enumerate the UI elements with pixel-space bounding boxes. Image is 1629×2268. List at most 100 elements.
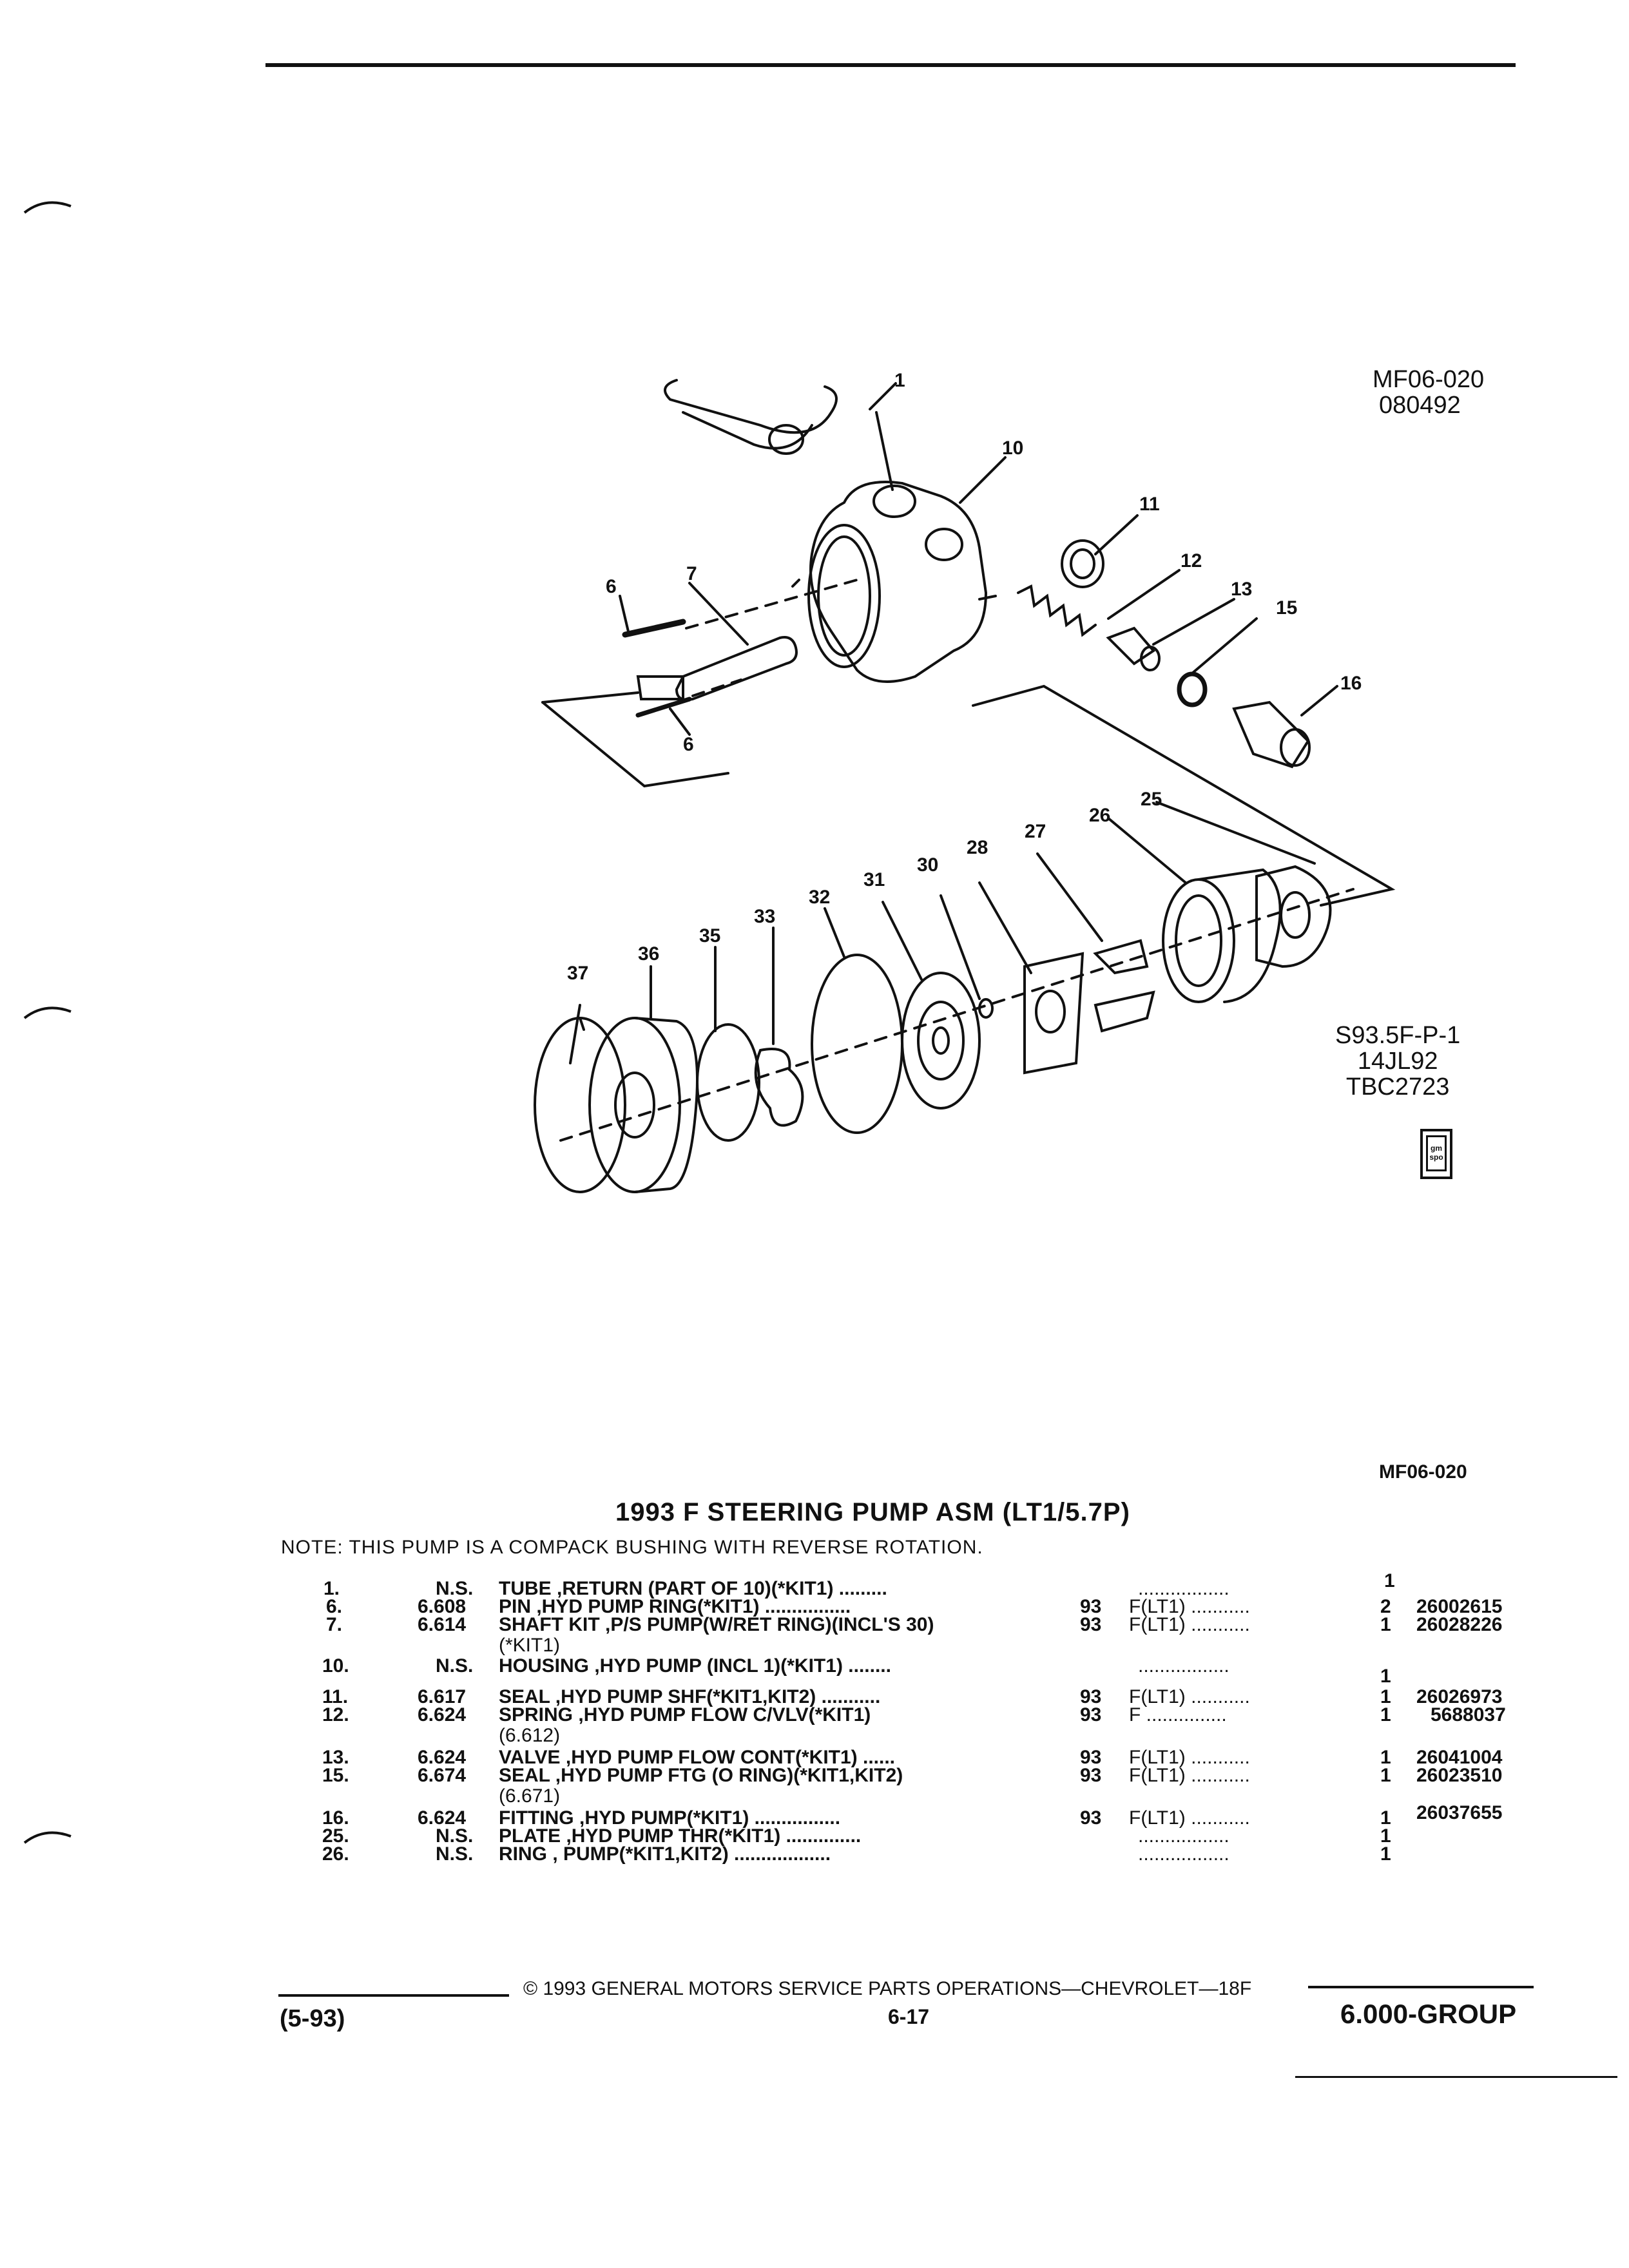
item-qty: 1 [1380,1704,1391,1725]
footer-copyright: © 1993 GENERAL MOTORS SERVICE PARTS OPER… [523,1978,1252,1999]
explode-frame-left [541,691,729,788]
item-model: F(LT1) ........... [1129,1807,1250,1829]
item-number: 7. [326,1614,343,1635]
rotor [1023,952,1084,1075]
item-group: N.S. [436,1825,474,1847]
callout-10: 10 [1002,437,1023,459]
item-description: HOUSING ,HYD PUMP (INCL 1)(*KIT1) ......… [499,1655,891,1677]
callout-12: 12 [1181,550,1202,572]
ring-pin-lower [635,697,692,718]
item-group: 6.624 [418,1704,467,1725]
item-part-number: 26023510 [1416,1765,1503,1786]
thrust-plate [1255,865,1332,968]
item-year: 93 [1080,1596,1102,1617]
cam-ring [1162,878,1235,1003]
item-model: F(LT1) ........... [1129,1686,1250,1707]
item-number: 13. [322,1747,349,1768]
callout-31: 31 [863,869,885,890]
item-qty: 1 [1380,1614,1391,1635]
item-group: 6.674 [418,1765,467,1786]
callout-32: 32 [809,887,830,908]
retaining-clip [754,1048,804,1127]
callout-37: 37 [567,963,588,984]
item-number: 15. [322,1765,349,1786]
gmspo-logo: gm spo [1420,1129,1452,1179]
ref-code-side-line2: 14JL92 [1357,1047,1438,1075]
item-description: RING , PUMP(*KIT1,KIT2) ................… [499,1843,831,1865]
item-year: 93 [1080,1807,1102,1829]
item-year: 93 [1080,1704,1102,1725]
item-number: 1. [323,1578,340,1599]
item-qty: 1 [1380,1747,1391,1768]
item-description: PIN ,HYD PUMP RING(*KIT1) ..............… [499,1596,851,1617]
bottom-right-rule [1295,2076,1617,2078]
item-model: ................. [1138,1825,1229,1847]
item-number: 12. [322,1704,349,1725]
ref-code-top-line2: 080492 [1379,391,1461,419]
ref-code-top: MF06-020 080492 [1373,367,1484,419]
item-number: 10. [322,1655,349,1677]
end-plate [588,1017,681,1193]
item-number: 26. [322,1843,349,1865]
fitting-o-ring [1177,671,1208,707]
item-description-cont: (6.671) [499,1785,561,1807]
return-tube-end [768,424,804,455]
ref-code-side-line1: S93.5F-P-1 [1335,1022,1461,1049]
item-group: 6.624 [418,1807,467,1829]
item-number: 11. [322,1686,349,1707]
item-qty: 2 [1380,1596,1391,1617]
item-number: 16. [322,1807,349,1829]
item-model: ................. [1138,1578,1229,1599]
callout-28: 28 [967,837,988,858]
item-description-cont: (6.612) [499,1725,561,1746]
shaft-seal [1061,539,1104,588]
item-group: 6.617 [418,1686,467,1707]
item-model: F(LT1) ........... [1129,1596,1250,1617]
gmspo-logo-text: gm spo [1426,1135,1447,1171]
pump-fitting [1232,700,1310,769]
item-model: F(LT1) ........... [1129,1747,1250,1768]
section-code: MF06-020 [1379,1461,1467,1483]
large-o-ring [811,954,903,1134]
exploded-pump-diagram: 1 10 11 12 13 15 16 6 7 6 25 26 27 28 30… [534,370,1396,1193]
item-qty: 1 [1380,1825,1391,1847]
item-description: PLATE ,HYD PUMP THR(*KIT1) .............… [499,1825,862,1847]
pressure-plate [901,972,981,1110]
item-description: TUBE ,RETURN (PART OF 10)(*KIT1) .......… [499,1578,887,1599]
footer-date: (5-93) [280,2005,345,2032]
item-year: 93 [1080,1614,1102,1635]
item-group: 6.608 [418,1596,467,1617]
item-description: VALVE ,HYD PUMP FLOW CONT(*KIT1) ...... [499,1747,896,1768]
item-qty: 1 [1380,1686,1391,1707]
return-tube [664,379,838,450]
item-model: F(LT1) ........... [1129,1765,1250,1786]
item-year: 93 [1080,1747,1102,1768]
item-part-number: 5688037 [1431,1704,1506,1725]
callout-11: 11 [1139,494,1160,515]
top-rule [265,63,1516,67]
item-description: SEAL ,HYD PUMP SHF(*KIT1,KIT2) .........… [499,1686,881,1707]
ring-pin-upper [622,619,686,638]
flow-valve-spring [1017,584,1097,637]
item-group: 6.624 [418,1747,467,1768]
item-qty: 1 [1380,1807,1391,1829]
page-note: NOTE: THIS PUMP IS A COMPACK BUSHING WIT… [281,1537,983,1558]
callout-36: 36 [638,943,659,965]
pump-shaft [675,636,798,701]
callout-33: 33 [754,906,775,927]
item-part-number: 26002615 [1416,1596,1503,1617]
callout-13: 13 [1231,579,1252,600]
item-model: ................. [1138,1655,1229,1677]
item-part-number: 26041004 [1416,1747,1503,1768]
ref-code-side: S93.5F-P-1 14JL92 TBC2723 [1335,1023,1460,1100]
item-part-number: 26037655 [1416,1802,1503,1823]
item-qty: 1 [1384,1570,1395,1591]
callout-6-upper: 6 [606,576,617,597]
callout-6-lower: 6 [683,734,694,755]
item-number: 25. [322,1825,349,1847]
housing-bore [807,524,881,668]
housing-port [872,485,916,518]
retaining-ring [534,1017,626,1193]
ref-code-top-line1: MF06-020 [1373,366,1485,393]
end-plate-o-ring [696,1023,760,1142]
